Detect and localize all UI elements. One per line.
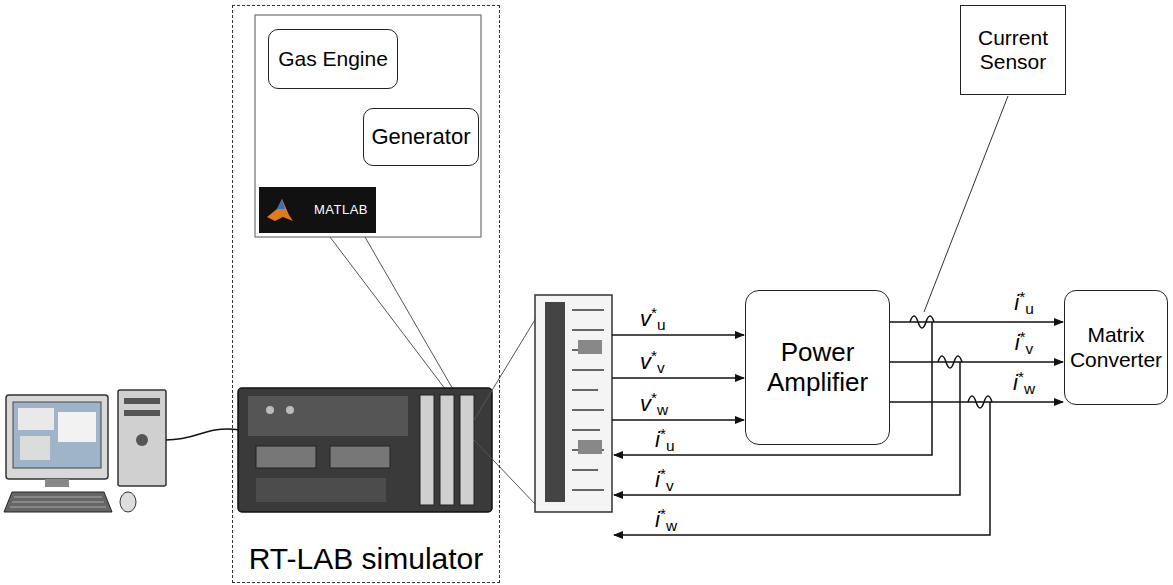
node-label: Gas Engine bbox=[278, 47, 388, 71]
signal-name: v*w bbox=[640, 390, 668, 419]
signal-name: i*v bbox=[655, 466, 674, 495]
leader-line bbox=[474, 318, 536, 505]
node-label: Generator bbox=[371, 124, 470, 149]
simulator-region: RT-LAB simulator Gas EngineGeneratorMATLA… bbox=[232, 5, 500, 583]
software-panel bbox=[255, 15, 481, 237]
current-arrow bbox=[890, 321, 1063, 323]
signal-name: i*u bbox=[655, 426, 674, 455]
sensor-box: Current Sensor bbox=[960, 5, 1066, 95]
signal-arrow bbox=[612, 334, 744, 336]
software-block: Gas Engine bbox=[268, 29, 398, 89]
signal-name: i*w bbox=[1013, 369, 1035, 398]
simulator-hardware bbox=[238, 388, 492, 512]
signal-name: v*u bbox=[640, 305, 666, 334]
current-arrow bbox=[890, 401, 1063, 403]
node-label: Matrix Converter bbox=[1070, 323, 1162, 371]
signal-arrow bbox=[612, 419, 744, 421]
signal-name: i*u bbox=[1014, 289, 1033, 318]
node-label: Current Sensor bbox=[967, 26, 1059, 74]
signal-name: i*w bbox=[655, 506, 677, 535]
node-label: RT-LAB simulator bbox=[233, 542, 499, 577]
leader-line bbox=[330, 237, 458, 398]
node-label: MATLAB bbox=[314, 203, 368, 218]
node-label: Power Amplifier bbox=[752, 338, 883, 398]
converter-box: Matrix Converter bbox=[1064, 290, 1168, 405]
amplifier-box: Power Amplifier bbox=[745, 290, 890, 445]
leader-line bbox=[924, 96, 1008, 312]
io-board bbox=[535, 295, 612, 512]
logo-mark bbox=[265, 195, 295, 225]
signal-name: v*v bbox=[640, 348, 665, 377]
computer-picture bbox=[4, 390, 240, 512]
signal-name: i*v bbox=[1015, 329, 1034, 358]
software-block: Generator bbox=[363, 108, 479, 166]
software-logo: MATLAB bbox=[259, 187, 376, 233]
signal-arrow bbox=[612, 377, 744, 379]
current-arrow bbox=[890, 361, 1063, 363]
